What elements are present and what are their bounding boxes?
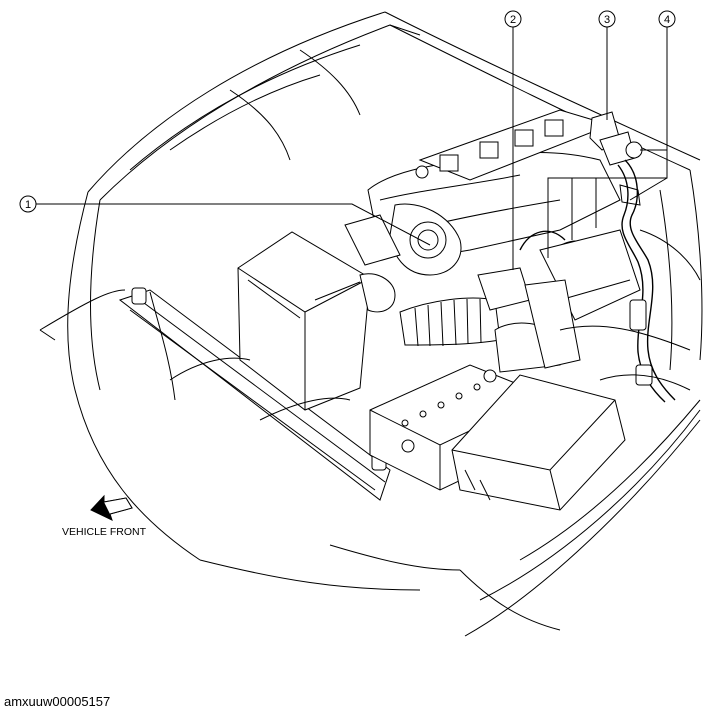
vehicle-front-indicator: VEHICLE FRONT <box>62 494 147 538</box>
figure-code: amxuuw00005157 <box>4 694 111 709</box>
callout-leaders <box>36 27 668 270</box>
relay-box <box>451 374 626 511</box>
callout-1: 1 <box>19 195 37 213</box>
engine-intake <box>169 109 701 421</box>
radiator <box>118 287 391 501</box>
svg-text:1: 1 <box>25 199 31 211</box>
air-cleaner <box>237 231 371 411</box>
callout-4: 4 <box>658 10 676 28</box>
svg-text:3: 3 <box>604 14 610 26</box>
svg-text:2: 2 <box>510 14 516 26</box>
vehicle-front-label: VEHICLE FRONT <box>62 526 147 538</box>
svg-text:4: 4 <box>664 14 670 26</box>
vehicle-body <box>39 11 703 637</box>
callout-3: 3 <box>598 10 616 28</box>
callout-2: 2 <box>504 10 522 28</box>
